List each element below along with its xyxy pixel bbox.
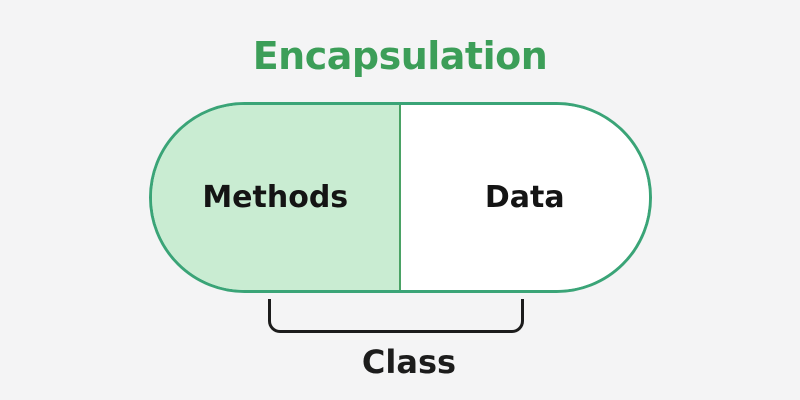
class-capsule: Methods Data bbox=[149, 102, 652, 293]
data-label: Data bbox=[484, 180, 565, 215]
methods-label: Methods bbox=[202, 180, 349, 215]
class-label: Class bbox=[361, 343, 457, 381]
data-section: Data bbox=[400, 105, 649, 290]
methods-section: Methods bbox=[152, 105, 401, 290]
diagram-title: Encapsulation bbox=[252, 34, 548, 78]
class-bracket bbox=[268, 299, 524, 333]
